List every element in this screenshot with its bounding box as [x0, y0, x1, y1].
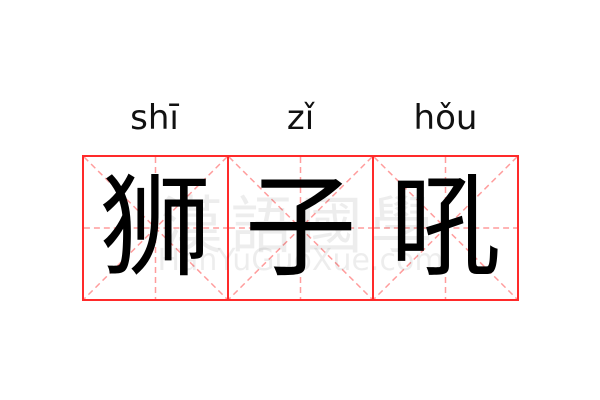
pinyin-2: zǐ	[286, 98, 315, 138]
pinyin-3: hǒu	[413, 98, 478, 138]
character-cell: 子	[227, 157, 372, 299]
guide-lines	[84, 157, 227, 299]
character-cell: 狮	[84, 157, 227, 299]
character: 吼	[389, 163, 502, 293]
character: 子	[244, 163, 357, 293]
character-grid: 狮 子 吼	[82, 155, 519, 301]
pinyin-1: shī	[130, 98, 179, 138]
character: 狮	[99, 163, 212, 293]
guide-lines	[229, 157, 372, 299]
guide-lines	[374, 157, 517, 299]
character-cell: 吼	[372, 157, 517, 299]
